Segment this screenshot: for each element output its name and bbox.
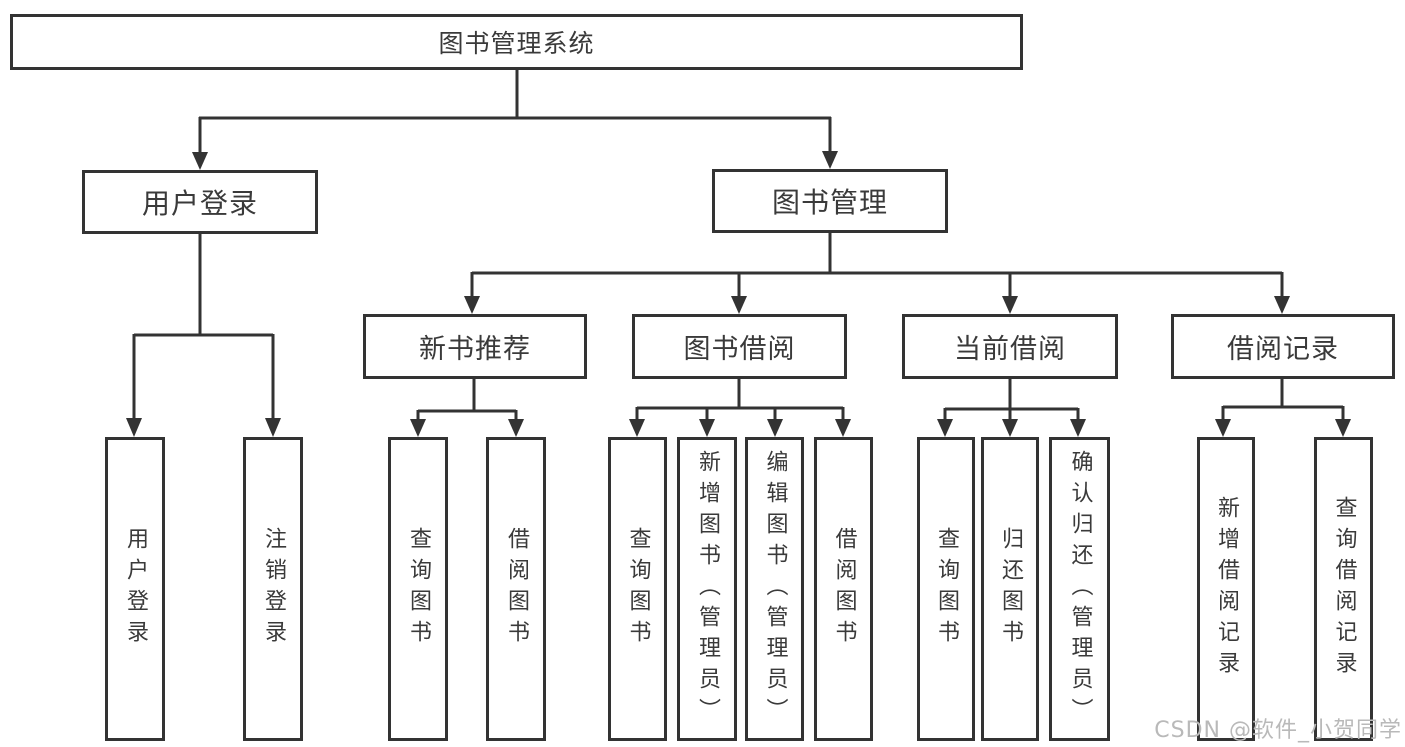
leaf-logout: 注销登录 (243, 437, 303, 741)
leaf-br-query-record-label: 查询借阅记录 (1331, 496, 1357, 682)
leaf-user-login-label: 用户登录 (123, 527, 148, 651)
node-root: 图书管理系统 (10, 14, 1023, 70)
node-book-borrow-label: 图书借阅 (683, 334, 796, 365)
node-current-borrow: 当前借阅 (902, 314, 1118, 379)
arrow-down-icon (265, 418, 281, 437)
arrow-down-icon (1002, 419, 1018, 437)
leaf-bb-query-book: 查询图书 (608, 437, 667, 741)
node-book-management: 图书管理 (712, 169, 948, 233)
leaf-nb-borrow-book-label: 借阅图书 (504, 527, 529, 651)
node-borrow-record: 借阅记录 (1171, 314, 1395, 379)
arrow-down-icon (508, 419, 524, 437)
node-root-label: 图书管理系统 (438, 29, 595, 58)
arrow-down-icon (731, 296, 747, 314)
leaf-bb-borrow-book-label: 借阅图书 (831, 527, 857, 651)
leaf-br-add-record: 新增借阅记录 (1197, 437, 1255, 741)
node-user-login-label: 用户登录 (141, 187, 258, 220)
leaf-cb-return-book-label: 归还图书 (998, 527, 1023, 651)
leaf-bb-add-book-admin-label: 新增图书（管理员） (695, 449, 720, 729)
arrow-down-icon (1274, 296, 1290, 314)
leaf-bb-borrow-book: 借阅图书 (814, 437, 873, 741)
arrow-down-icon (1002, 296, 1018, 314)
arrow-down-icon (699, 419, 715, 437)
leaf-logout-label: 注销登录 (261, 527, 286, 651)
leaf-bb-query-book-label: 查询图书 (625, 527, 651, 651)
leaf-cb-query-book-label: 查询图书 (934, 527, 959, 651)
leaf-br-query-record: 查询借阅记录 (1314, 437, 1373, 741)
node-borrow-record-label: 借阅记录 (1227, 334, 1339, 365)
leaf-bb-edit-book-admin-label: 编辑图书（管理员） (762, 449, 788, 729)
leaf-bb-add-book-admin: 新增图书（管理员） (677, 437, 737, 741)
arrow-down-icon (464, 296, 480, 314)
leaf-br-add-record-label: 新增借阅记录 (1214, 496, 1239, 682)
arrow-down-icon (126, 418, 142, 437)
node-book-borrow: 图书借阅 (632, 314, 847, 379)
arrow-down-icon (410, 419, 426, 437)
leaf-cb-confirm-return-admin: 确认归还（管理员） (1049, 437, 1110, 741)
arrow-down-icon (767, 419, 783, 437)
leaf-nb-borrow-book: 借阅图书 (486, 437, 546, 741)
node-new-book: 新书推荐 (363, 314, 587, 379)
arrow-down-icon (1335, 419, 1351, 437)
node-user-login: 用户登录 (82, 170, 318, 234)
leaf-user-login: 用户登录 (105, 437, 165, 741)
arrowhead-icons (126, 151, 1351, 437)
node-book-management-label: 图书管理 (771, 186, 888, 219)
arrow-down-icon (1215, 419, 1231, 437)
arrow-down-icon (192, 152, 208, 170)
arrow-down-icon (1070, 419, 1086, 437)
leaf-cb-confirm-return-admin-label: 确认归还（管理员） (1067, 449, 1093, 729)
leaf-nb-query-book-label: 查询图书 (406, 527, 431, 651)
leaf-cb-return-book: 归还图书 (981, 437, 1039, 741)
node-current-borrow-label: 当前借阅 (954, 334, 1066, 365)
leaf-bb-edit-book-admin: 编辑图书（管理员） (745, 437, 804, 741)
node-new-book-label: 新书推荐 (419, 334, 531, 365)
leaf-nb-query-book: 查询图书 (388, 437, 448, 741)
arrow-down-icon (822, 151, 838, 169)
leaf-cb-query-book: 查询图书 (917, 437, 975, 741)
arrow-down-icon (835, 419, 851, 437)
watermark: CSDN @软件_小贺同学 (1154, 718, 1402, 743)
arrow-down-icon (629, 419, 645, 437)
arrow-down-icon (937, 419, 953, 437)
